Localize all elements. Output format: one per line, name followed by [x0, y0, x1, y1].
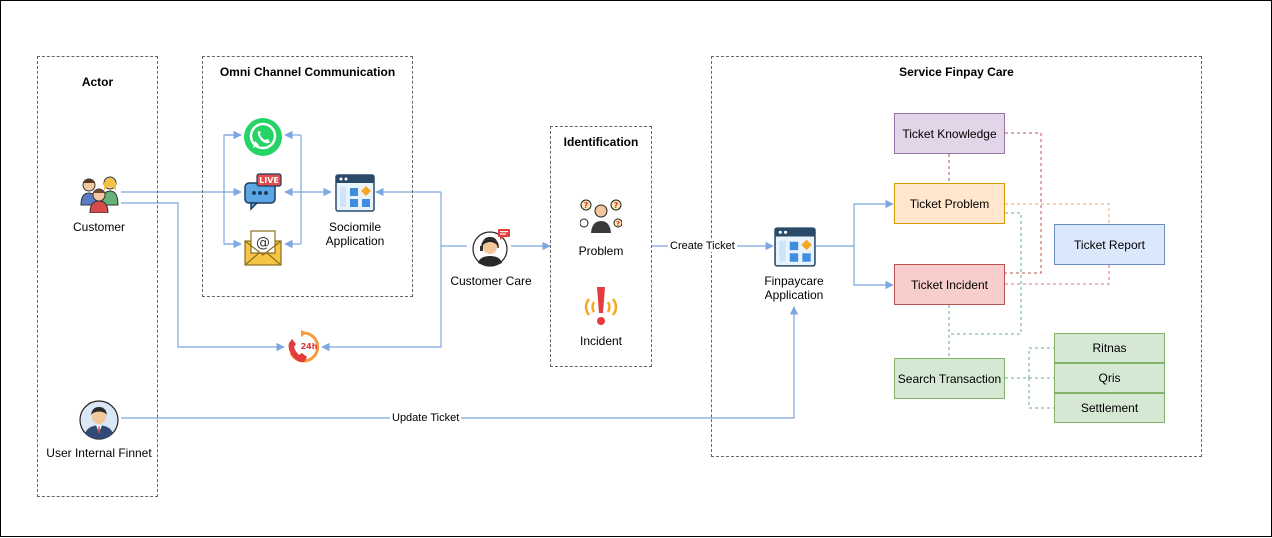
- customer-label: Customer: [72, 220, 125, 234]
- sociomile-label: Sociomile Application: [325, 220, 385, 248]
- customer-care-agent-icon: [472, 229, 510, 267]
- svg-text:LIVE: LIVE: [259, 176, 279, 185]
- ticket-incident-box: Ticket Incident: [894, 264, 1005, 305]
- finpaycare-label: Finpaycare Application: [764, 274, 824, 302]
- qris-box: Qris: [1054, 363, 1165, 393]
- incident-alert-icon: [584, 287, 618, 325]
- search-transaction-box: Search Transaction: [894, 358, 1005, 399]
- application-window-icon: [774, 227, 816, 267]
- edge-knowledge-incident: [1005, 132, 1042, 274]
- svg-text:@: @: [256, 235, 270, 251]
- customer-care-label: Customer Care: [450, 274, 532, 288]
- actor-group: Actor: [37, 56, 158, 497]
- actor-group-title: Actor: [81, 75, 114, 89]
- ticket-knowledge-box: Ticket Knowledge: [894, 113, 1005, 154]
- user-internal-label: User Internal Finnet: [46, 446, 152, 460]
- edge-search-banks: [1005, 347, 1054, 409]
- edge-customer-callcenter: [121, 202, 285, 352]
- whatsapp-icon: [244, 118, 282, 156]
- customer-group-icon: [80, 176, 119, 213]
- problem-label: Problem: [578, 244, 624, 258]
- identification-title: Identification: [563, 135, 639, 149]
- user-internal-avatar-icon: [79, 400, 119, 440]
- svg-text:24h: 24h: [301, 342, 318, 351]
- svg-text:?: ?: [616, 220, 620, 228]
- edge-problem-report: [1005, 203, 1110, 224]
- settlement-box: Settlement: [1054, 393, 1165, 423]
- service-finpay-group: Service Finpay Care: [711, 56, 1202, 457]
- ticket-problem-box: Ticket Problem: [894, 183, 1005, 224]
- service-finpay-title: Service Finpay Care: [899, 65, 1014, 79]
- ritnas-box: Ritnas: [1054, 333, 1165, 363]
- application-window-icon: [335, 174, 375, 212]
- edge-finpay-tickets: [816, 199, 894, 247]
- svg-text:?: ?: [614, 201, 619, 210]
- ticket-report-box: Ticket Report: [1054, 224, 1165, 265]
- create-ticket-label: Create Ticket: [668, 240, 737, 252]
- email-icon: @: [244, 230, 282, 266]
- live-chat-icon: LIVE: [244, 173, 282, 211]
- edge-sociomile-care: [321, 192, 442, 352]
- update-ticket-label: Update Ticket: [390, 412, 462, 424]
- omni-channel-title: Omni Channel Communication: [219, 65, 396, 79]
- edge-update-ticket: [121, 306, 799, 419]
- svg-text:?: ?: [584, 201, 589, 210]
- incident-label: Incident: [579, 334, 623, 348]
- identification-group: Identification: [550, 126, 652, 367]
- call-center-24h-icon: 24h: [288, 330, 320, 363]
- edge-incident-report: [1005, 265, 1110, 285]
- problem-thinking-icon: ? ? ?: [580, 199, 622, 233]
- omni-channel-group: Omni Channel Communication: [202, 56, 413, 297]
